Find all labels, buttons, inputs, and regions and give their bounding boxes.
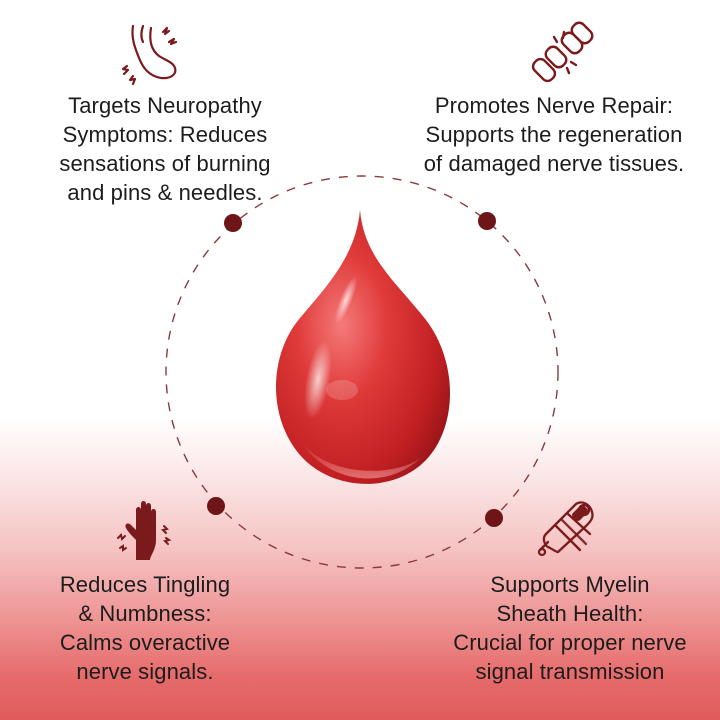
ring-dot-bottom-right [485, 509, 503, 527]
dashed-ring [165, 175, 559, 569]
ring-dot-top-right [478, 212, 496, 230]
feature-line: Symptoms: Reduces [62, 122, 268, 147]
feature-line: of damaged nerve tissues. [423, 151, 685, 176]
feature-myelin-text: Supports Myelin Sheath Health: Crucial f… [435, 570, 705, 686]
feature-line: signal transmission [475, 659, 665, 684]
feature-line: Targets Neuropathy [68, 93, 262, 118]
ring-dot-top-left [224, 214, 242, 232]
foot-nerve-icon [121, 24, 178, 86]
feature-line: Crucial for proper nerve [453, 630, 687, 655]
tingling-hand-icon [117, 501, 172, 560]
feature-line: Promotes Nerve Repair: [434, 93, 674, 118]
myelin-sheath-icon [537, 501, 594, 557]
ring-dot-bottom-left [207, 497, 225, 515]
feature-line: Sheath Health: [496, 601, 644, 626]
blood-drop [276, 210, 450, 484]
feature-line: Supports the regeneration [425, 122, 683, 147]
feature-line: Reduces Tingling [59, 572, 231, 597]
feature-neuropathy-text: Targets Neuropathy Symptoms: Reduces sen… [20, 91, 310, 207]
feature-line: nerve signals. [76, 659, 214, 684]
feature-line: sensations of burning [59, 151, 271, 176]
broken-chain-icon [531, 21, 594, 83]
feature-nerve-repair-text: Promotes Nerve Repair: Supports the rege… [404, 91, 704, 178]
feature-line: Calms overactive [59, 630, 231, 655]
feature-line: & Numbness: [78, 601, 212, 626]
feature-line: and pins & needles. [67, 180, 263, 205]
feature-line: Supports Myelin [490, 572, 650, 597]
feature-tingling-text: Reduces Tingling & Numbness: Calms overa… [20, 570, 270, 686]
